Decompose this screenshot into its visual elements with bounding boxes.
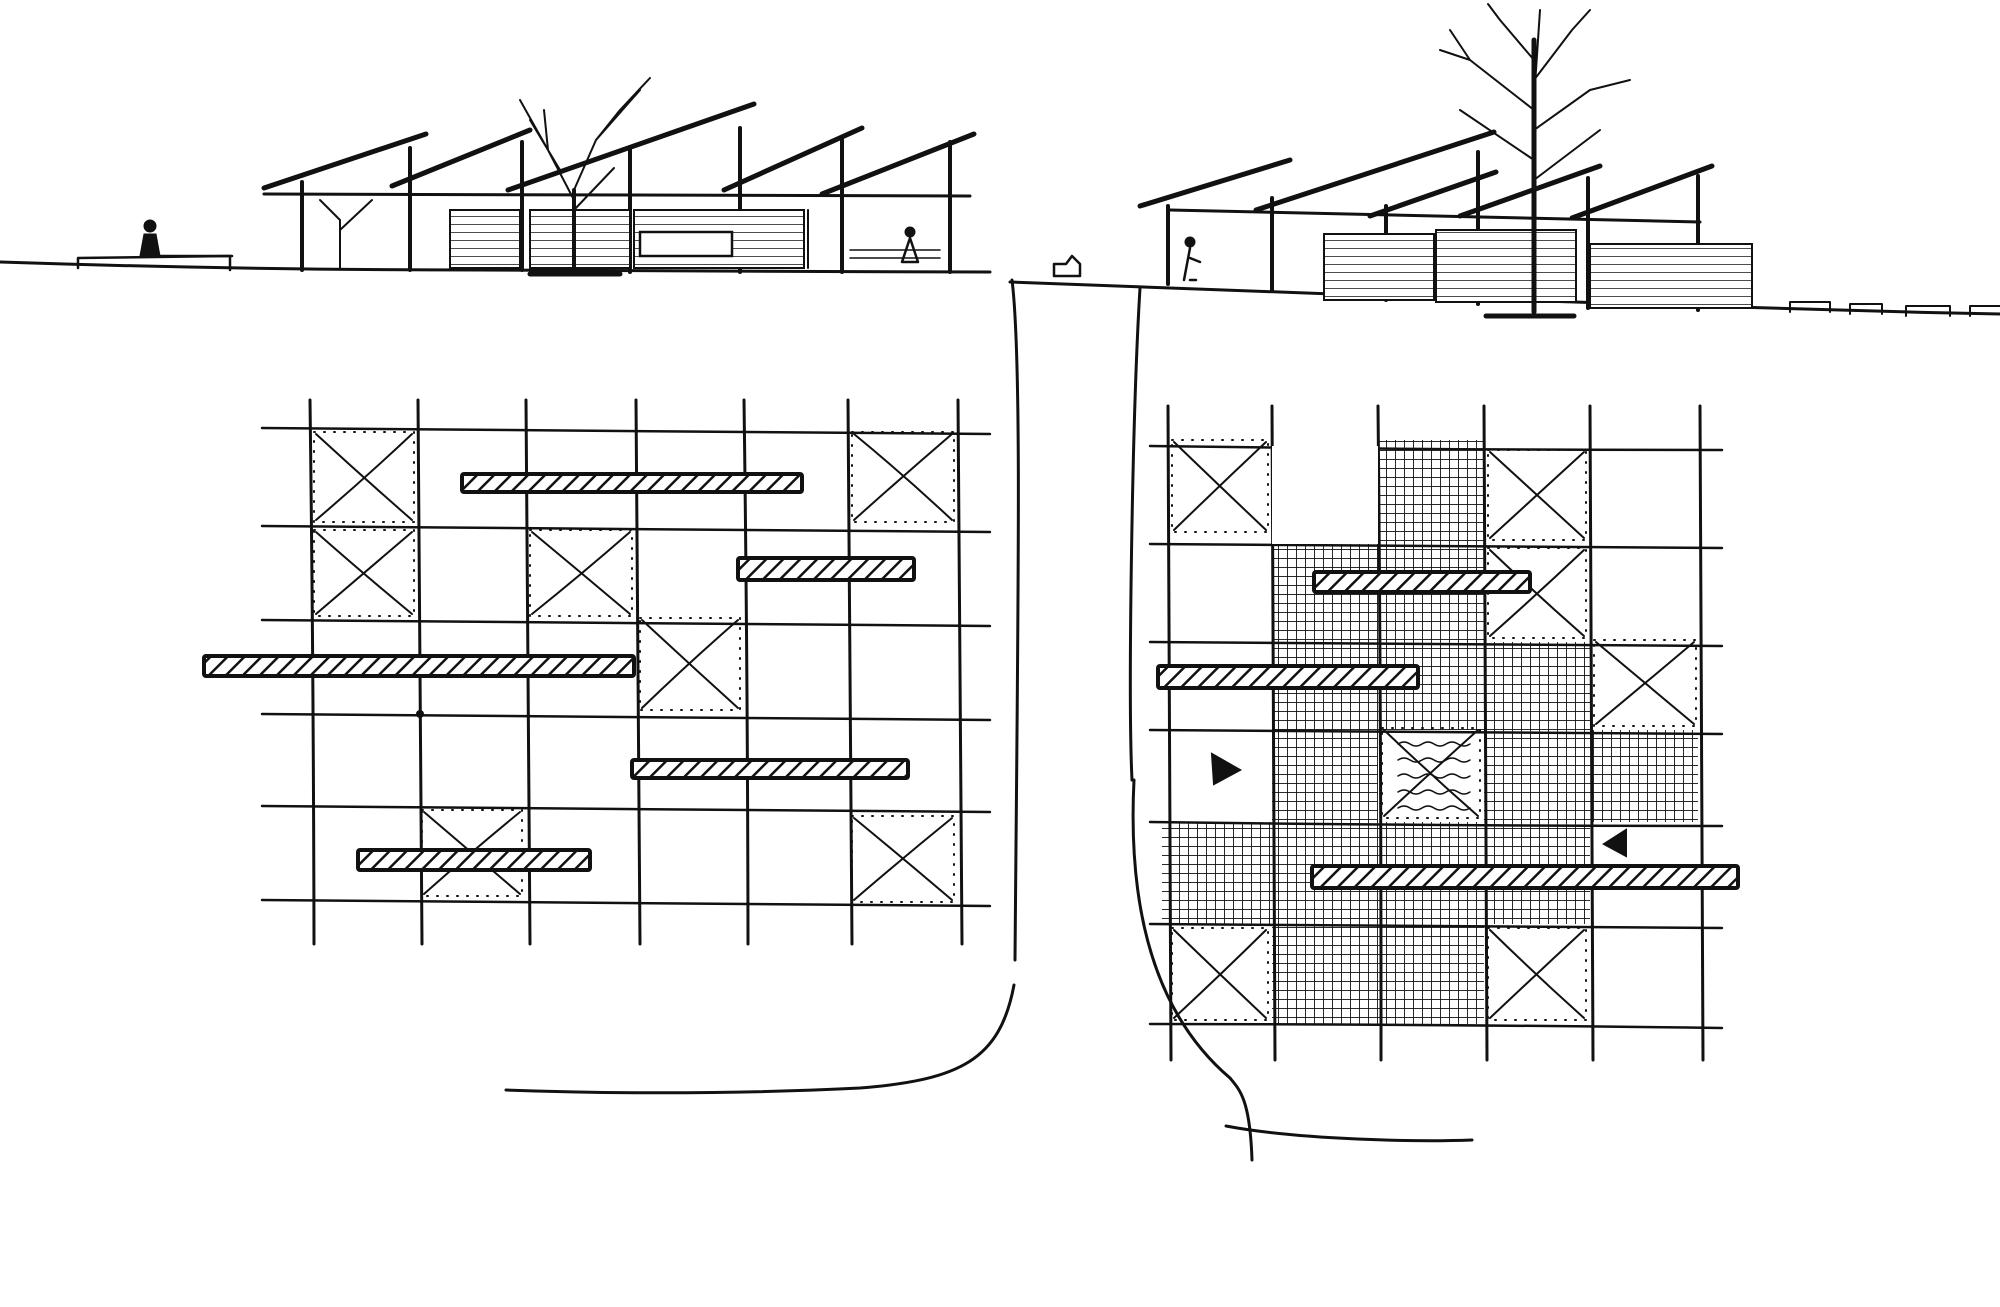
person-left-building <box>902 227 918 262</box>
open-cell <box>1272 446 1378 544</box>
person-right-building <box>1184 237 1200 280</box>
built-cell-crosshatch <box>1378 440 1484 544</box>
car-elevation <box>1054 256 1080 276</box>
site-edge-right-plan-2 <box>1226 1126 1472 1141</box>
roof-bar-hatched <box>1312 866 1738 888</box>
roof-bar-hatched <box>1158 666 1418 688</box>
built-cell-crosshatch <box>1272 730 1378 822</box>
right-building-elevation <box>1140 4 2000 316</box>
built-cell-crosshatch <box>1162 822 1272 924</box>
person-left <box>140 220 160 256</box>
left-building-elevation <box>264 78 974 274</box>
built-cell-crosshatch <box>1484 642 1590 730</box>
grid-line-horizontal <box>262 714 990 720</box>
grid-line-horizontal <box>262 900 990 906</box>
left-plan-grid <box>204 400 990 944</box>
road-edge-right <box>1130 288 1140 780</box>
road-edge-left <box>1012 280 1018 960</box>
grid-line-vertical <box>958 400 962 944</box>
built-cell-crosshatch <box>1484 730 1590 822</box>
built-cell-crosshatch <box>1272 924 1378 1024</box>
right-plan-grid <box>1150 406 1738 1060</box>
grid-line-horizontal <box>262 620 990 626</box>
entry-arrow-icon <box>1604 830 1626 856</box>
water-ripple <box>1398 742 1470 746</box>
roof-bar-hatched <box>632 760 908 778</box>
grid-line-horizontal <box>1150 1024 1722 1028</box>
water-ripple <box>1398 806 1470 810</box>
grid-line-vertical <box>1168 406 1171 1060</box>
grid-marker-dot <box>416 710 424 718</box>
built-cell-crosshatch <box>1378 924 1484 1024</box>
site-edge-left-plan <box>506 985 1014 1093</box>
built-cell-crosshatch <box>1590 730 1698 822</box>
grid-line-horizontal <box>262 526 990 532</box>
grid-line-horizontal <box>262 806 990 812</box>
grid-line-horizontal <box>262 428 990 434</box>
roof-bar-hatched <box>738 558 914 580</box>
water-ripple <box>1398 758 1470 762</box>
entry-arrow-icon <box>1212 754 1240 784</box>
roof-bar-hatched <box>204 656 634 676</box>
roof-bar-hatched <box>1314 572 1530 592</box>
roof-bar-hatched <box>358 850 590 870</box>
roof-bar-hatched <box>462 474 802 492</box>
